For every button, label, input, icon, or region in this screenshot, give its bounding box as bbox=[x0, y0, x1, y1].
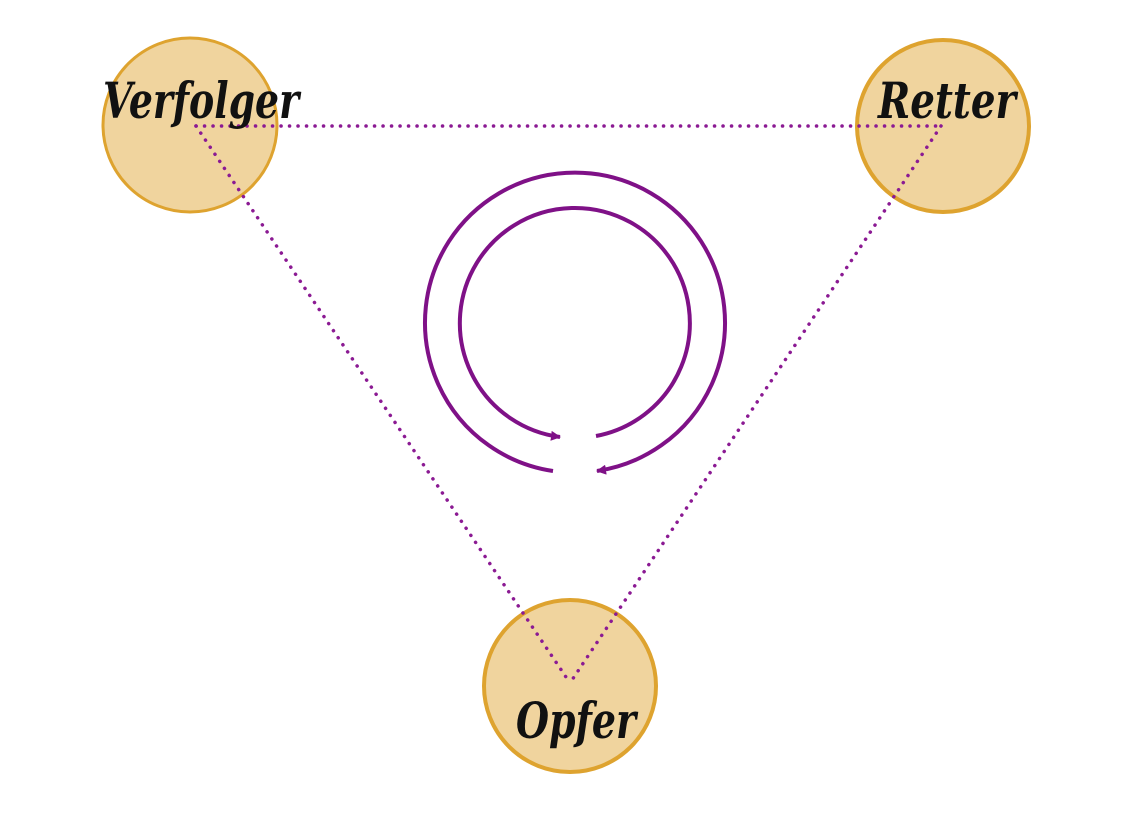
node-victim-circle bbox=[482, 598, 658, 774]
cycle-arrow-inner bbox=[457, 205, 692, 441]
triangle-edges bbox=[194, 124, 943, 685]
cycle-arrows bbox=[423, 170, 727, 475]
cycle-arrow-outer bbox=[423, 170, 727, 475]
node-rescuer-circle bbox=[855, 38, 1031, 214]
node-persecutor-label: Verfolger bbox=[103, 71, 302, 130]
edge-persecutor-victim bbox=[194, 124, 572, 685]
node-persecutor-circle bbox=[101, 36, 279, 214]
node-victim-label: Opfer bbox=[516, 691, 639, 750]
edge-rescuer-victim bbox=[568, 124, 943, 685]
node-rescuer-label: Retter bbox=[876, 71, 1018, 130]
